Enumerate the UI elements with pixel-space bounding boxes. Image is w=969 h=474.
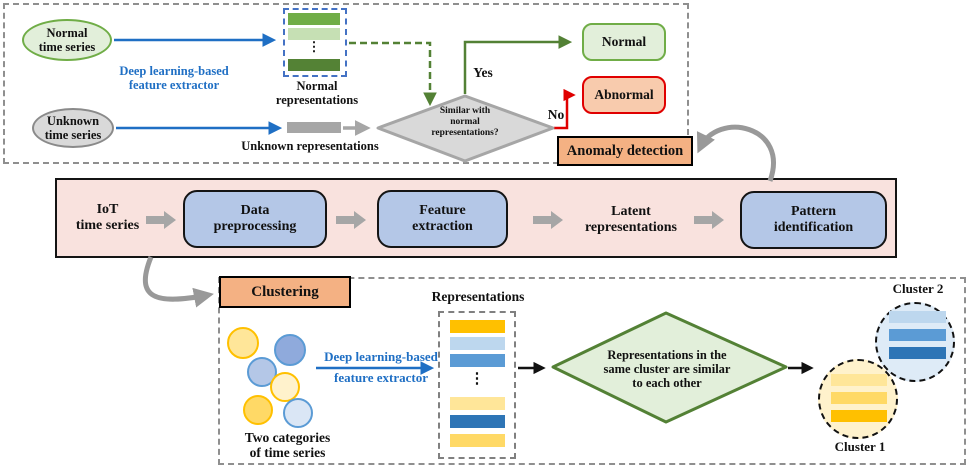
normal-time-series-ellipse: Normal time series bbox=[22, 19, 112, 61]
stage4-line1: Pattern bbox=[790, 204, 837, 220]
latent-line2: representations bbox=[584, 219, 678, 235]
stage1-line1: Data bbox=[240, 203, 270, 219]
cluster1-bar-1 bbox=[831, 374, 887, 386]
similarity-decision-diamond bbox=[376, 94, 555, 163]
cluster-decision-text: Representations in the same cluster are … bbox=[583, 348, 751, 390]
normal-result-box: Normal bbox=[582, 23, 666, 61]
iot-line1: IoT bbox=[96, 202, 119, 217]
arrow-yes-to-normal bbox=[463, 35, 573, 94]
cluster2-bar-2 bbox=[889, 329, 946, 341]
cluster1-bar-2 bbox=[831, 392, 887, 404]
series-circle-6 bbox=[283, 398, 313, 428]
iot-line2: time series bbox=[75, 217, 140, 233]
latent-line1: Latent bbox=[611, 204, 651, 219]
normal-series-line2: time series bbox=[38, 40, 96, 54]
stage4-line2: identification bbox=[773, 220, 854, 235]
pipeline-arrow-1 bbox=[146, 211, 176, 229]
clustering-region bbox=[218, 277, 966, 465]
decision-line1: Similar with bbox=[439, 106, 491, 116]
cluster2-bar-3 bbox=[889, 347, 946, 359]
yes-label: Yes bbox=[473, 65, 493, 80]
arrow-no-to-abnormal bbox=[554, 88, 576, 130]
normal-series-line1: Normal bbox=[46, 26, 88, 40]
anomaly-detection-region bbox=[3, 3, 689, 164]
series-circle-5 bbox=[243, 395, 273, 425]
rep-bar-3 bbox=[450, 354, 505, 367]
normal-rep-dots: ⋮ bbox=[307, 39, 321, 54]
normal-rep-bar-3 bbox=[288, 59, 340, 71]
cluster1-bar-3 bbox=[831, 410, 887, 422]
extractor-bottom-line2: feature extractor bbox=[334, 370, 428, 385]
series-circle-4 bbox=[270, 372, 300, 402]
rep-bar-6 bbox=[450, 434, 505, 447]
normal-reps-line2: representations bbox=[275, 93, 359, 107]
latent-representations-label: Latent representations bbox=[572, 204, 690, 235]
cluster1-label: Cluster 1 bbox=[834, 439, 886, 454]
curved-arrow-to-anomaly bbox=[696, 124, 776, 182]
extractor-label-top: Deep learning-based feature extractor bbox=[104, 64, 244, 92]
normal-reps-label: Normal representations bbox=[267, 79, 367, 107]
stage-data-preprocessing: Data preprocessing bbox=[183, 190, 327, 248]
two-categories-label: Two categories of time series bbox=[225, 430, 350, 460]
rep-bar-1 bbox=[450, 320, 505, 333]
pipeline-arrow-3 bbox=[533, 211, 563, 229]
decision-line3: representations? bbox=[431, 128, 499, 139]
stage1-line2: preprocessing bbox=[213, 219, 297, 234]
cluster2-bar-1 bbox=[889, 311, 946, 323]
arrow-reps-to-diamond-dashed bbox=[349, 41, 437, 107]
rep-bar-4 bbox=[450, 397, 505, 410]
cluster2-label: Cluster 2 bbox=[892, 281, 944, 296]
normal-rep-bar-2 bbox=[288, 28, 340, 40]
cluster-similarity-diamond bbox=[551, 311, 788, 424]
series-circle-1 bbox=[227, 327, 259, 359]
unknown-series-line2: time series bbox=[44, 128, 102, 142]
cluster-decision-line2: same cluster are similar bbox=[603, 362, 731, 376]
unknown-rep-bar bbox=[287, 122, 341, 133]
clustering-tag: Clustering bbox=[219, 276, 351, 308]
cluster-decision-line1: Representations in the bbox=[607, 348, 727, 362]
similarity-decision-text: Similar with normal representations? bbox=[405, 106, 525, 140]
rep-bar-5 bbox=[450, 415, 505, 428]
unknown-reps-label: Unknown representations bbox=[241, 139, 379, 153]
extractor-top-line1: Deep learning-based bbox=[119, 64, 229, 78]
extractor-top-line2: feature extractor bbox=[128, 78, 220, 92]
series-circle-2 bbox=[274, 334, 306, 366]
stage-pattern-identification: Pattern identification bbox=[740, 191, 887, 249]
unknown-series-line1: Unknown bbox=[46, 114, 100, 128]
pipeline-arrow-2 bbox=[336, 211, 366, 229]
categories-line2: of time series bbox=[249, 445, 326, 461]
representations-title: Representations bbox=[431, 289, 525, 304]
rep-bar-2 bbox=[450, 337, 505, 350]
pipeline-arrow-4 bbox=[694, 211, 724, 229]
extractor-bottom-line1: Deep learning-based bbox=[324, 349, 438, 364]
cluster-decision-line3: to each other bbox=[632, 376, 702, 390]
anomaly-detection-tag: Anomaly detection bbox=[557, 136, 693, 166]
normal-rep-bar-1 bbox=[288, 13, 340, 25]
rep-dots: ⋮ bbox=[469, 371, 485, 387]
abnormal-result-box: Abnormal bbox=[582, 76, 666, 114]
categories-line1: Two categories bbox=[244, 430, 331, 445]
stage-feature-extraction: Feature extraction bbox=[377, 190, 508, 248]
iot-time-series-label: IoT time series bbox=[60, 202, 155, 233]
curved-arrow-to-clustering bbox=[142, 256, 214, 308]
unknown-time-series-ellipse: Unknown time series bbox=[32, 108, 114, 148]
normal-reps-line1: Normal bbox=[296, 79, 338, 93]
decision-line2: normal bbox=[450, 117, 480, 128]
stage2-line1: Feature bbox=[419, 203, 466, 219]
no-label: No bbox=[547, 107, 565, 122]
stage2-line2: extraction bbox=[412, 219, 473, 234]
